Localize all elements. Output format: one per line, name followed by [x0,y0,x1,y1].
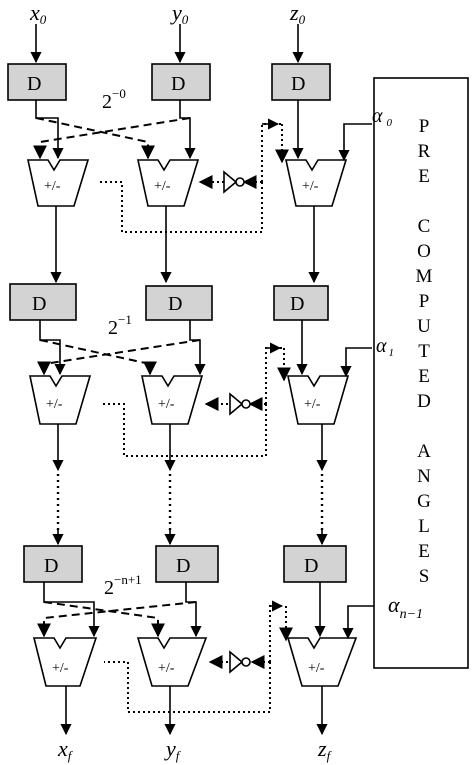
rom-letter: P [419,291,430,312]
adder-subtractor [285,159,348,207]
delay-box [155,545,219,583]
adder-subtractor [286,637,358,687]
rom-letter: C [418,216,431,237]
delay-label: D [32,293,46,315]
alu-label: +/- [46,397,63,412]
adder-subtractor [27,159,90,207]
rom-letter: P [419,116,430,137]
delay-box [145,285,213,321]
alu-label: +/- [302,179,319,194]
delay-label: D [291,73,305,95]
delay-label: D [171,73,185,95]
alu-label: +/- [304,397,321,412]
shift-label-stage2: 2−1 [108,312,132,339]
delay-box [23,545,83,583]
rom-letter: G [417,491,431,512]
precomputed-angles-rom [373,77,469,669]
shift-label-stage-n: 2−n+1 [104,572,142,599]
alu-label: +/- [308,661,325,676]
delay-box [151,63,211,101]
delay-box [9,283,77,321]
input-z-label: z0 [289,0,306,27]
input-x-label: x0 [29,0,47,27]
stage1-delays: D D D [7,63,331,101]
output-z-label: zf [317,736,333,763]
delay-box [271,63,331,101]
rom-letter: E [418,366,430,387]
delay-box [7,63,67,101]
adder-subtractor [141,375,204,425]
rom-letter: N [417,466,431,487]
alu-label: +/- [52,661,69,676]
rom-letter: R [418,141,431,162]
rom-letter: A [417,441,431,462]
delay-label: D [168,293,182,315]
input-y-label: y0 [170,0,189,27]
adder-subtractor [32,637,98,687]
rom-letter: L [418,516,430,537]
rom-letter: E [418,541,430,562]
alpha-label-stage-n: αn−1 [388,592,423,622]
rom-letter: M [416,266,433,287]
rom-letter: T [418,341,430,362]
rom-letter: U [417,316,431,337]
rom-letter: D [417,391,431,412]
adder-subtractor [29,375,92,425]
alu-label: +/- [158,397,175,412]
stage2-delays: D D D [9,283,329,321]
delay-label: D [290,293,304,315]
rom-letter: E [418,166,430,187]
adder-subtractor [137,159,200,207]
alu-label: +/- [44,179,61,194]
alu-label: +/- [154,179,171,194]
delay-label: D [44,555,58,577]
delay-label: D [27,73,41,95]
delay-box [273,285,329,321]
rom-letter: S [419,566,430,587]
adder-subtractor [136,637,208,687]
inverter-icon [229,392,244,416]
delay-box [283,545,347,583]
adder-subtractor [287,375,350,425]
stage-n-delays: D D D [23,545,347,583]
inverter-icon [223,170,238,194]
rom-letter: O [417,241,431,262]
output-y-label: yf [164,736,182,763]
delay-label: D [304,555,318,577]
inverter-icon [229,650,244,674]
shift-label-stage1: 2−0 [102,86,126,113]
output-x-label: xf [57,736,74,763]
alu-label: +/- [158,661,175,676]
delay-label: D [176,555,190,577]
